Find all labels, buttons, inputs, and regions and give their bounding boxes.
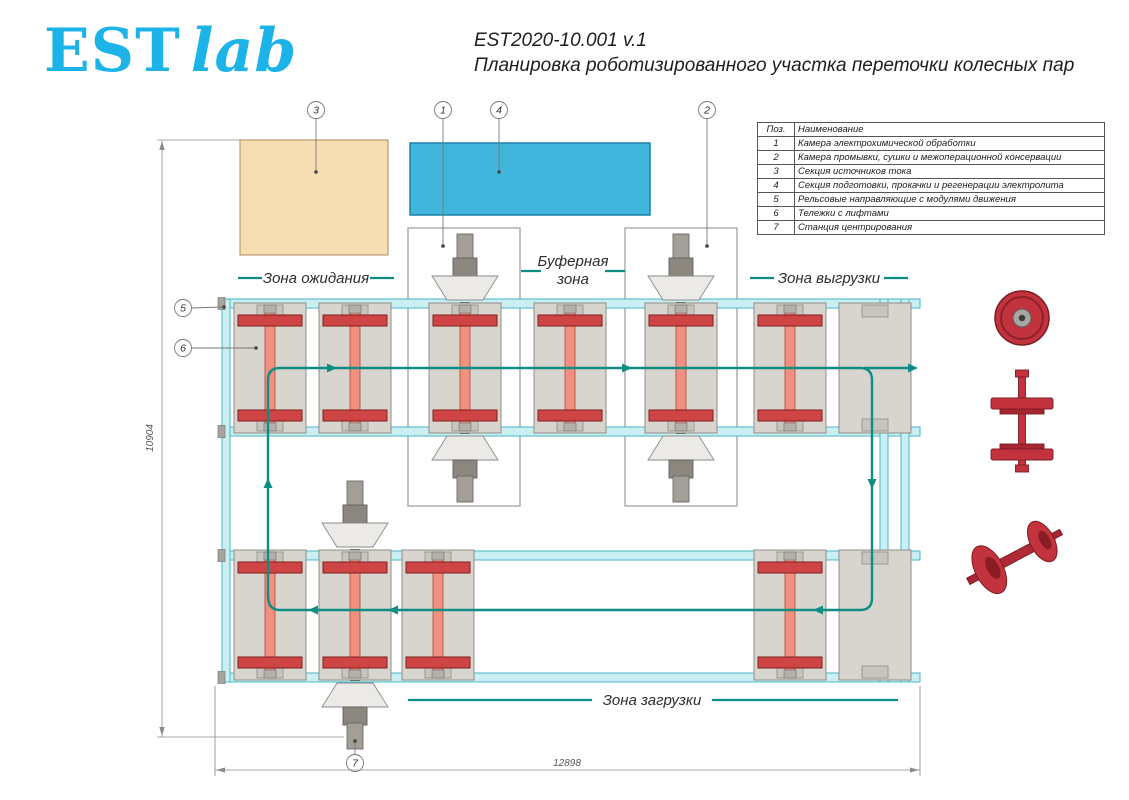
callouts: 3 1 4 2 <box>174 101 716 772</box>
trolley-with-wheelset <box>401 549 475 681</box>
logo-secondary: lab <box>190 16 298 86</box>
zone-label-buffer: Буферная зона <box>521 253 625 288</box>
wheelset-3d-view <box>966 520 1064 595</box>
callout-5: 5 <box>174 299 226 317</box>
trolley-with-wheelset <box>233 549 307 681</box>
zone-buffer-text-line2: зона <box>556 271 589 288</box>
title-block: EST2020-10.001 v.1 Планировка роботизиро… <box>474 30 1074 77</box>
zone-loading-text: Зона загрузки <box>603 692 702 709</box>
centering-station-top <box>321 480 389 559</box>
callout-4: 4 <box>490 101 508 174</box>
callout-5-number: 5 <box>180 303 186 315</box>
callout-6: 6 <box>174 339 258 357</box>
drawing-title: Планировка роботизированного участка пер… <box>474 55 1075 76</box>
trolley-with-wheelset <box>753 549 827 681</box>
rail-end-stops <box>217 297 226 684</box>
zone-waiting-text: Зона ожидания <box>263 270 369 287</box>
callout-2-number: 2 <box>703 105 710 117</box>
dimension-vertical: 10904 <box>145 139 344 738</box>
callout-1-number: 1 <box>440 105 446 117</box>
zone-label-unloading: Зона выгрузки <box>750 270 908 287</box>
callout-7: 7 <box>346 739 364 772</box>
flow-arrowheads <box>263 363 918 615</box>
rail-vertical-left <box>221 298 231 683</box>
trolley-with-wheelset <box>318 549 392 681</box>
dimension-horizontal: 12898 <box>214 686 921 776</box>
lift-trolley-empty <box>838 549 912 681</box>
zone-label-waiting: Зона ожидания <box>238 270 394 287</box>
zone-label-loading: Зона загрузки <box>408 692 898 709</box>
callout-7-number: 7 <box>352 758 359 770</box>
legend-name: Станция центрирования <box>794 220 1105 235</box>
dimension-width-value: 12898 <box>553 758 581 769</box>
callout-6-number: 6 <box>180 343 186 355</box>
callout-3: 3 <box>307 101 325 174</box>
power-source-section-box <box>239 139 389 256</box>
callout-2: 2 <box>698 101 716 248</box>
doc-number: EST2020-10.001 v.1 <box>474 30 647 51</box>
callout-4-number: 4 <box>496 105 502 117</box>
zone-buffer-text-line1: Буферная <box>538 253 609 270</box>
wheelset-side-view-3d <box>990 369 1054 473</box>
centering-station-bottom <box>321 671 389 750</box>
electrolyte-section-box <box>409 142 651 216</box>
wheel-front-view-3d <box>994 290 1050 346</box>
rail-vertical-right-2 <box>900 298 910 683</box>
callout-1: 1 <box>434 101 452 248</box>
callout-3-number: 3 <box>313 105 319 117</box>
rail-vertical-right-1 <box>879 298 889 683</box>
dimension-height-value: 10904 <box>145 424 156 452</box>
flow-path <box>263 363 918 615</box>
zone-unloading-text: Зона выгрузки <box>778 270 881 287</box>
logo-primary: EST <box>44 16 181 86</box>
